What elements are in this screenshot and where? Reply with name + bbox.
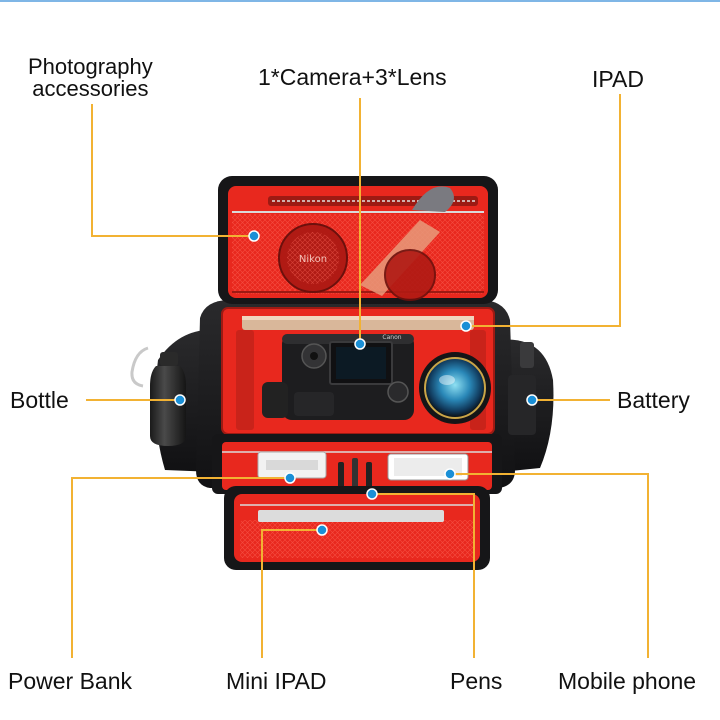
label-bottle: Bottle [10,387,69,413]
callout-dot-ipad [460,320,472,332]
top-rule [0,0,720,2]
callout-dot-mobile-phone [444,468,456,480]
callout-line-ipad [466,94,621,327]
camera-body: Canon [282,334,414,420]
callout-dot-battery [526,394,538,406]
callout-dot-pens [366,488,378,500]
callout-dots [174,230,538,536]
callout-dot-power-bank [284,472,296,484]
label-mobile-phone: Mobile phone [558,668,697,694]
callout-dot-mini-ipad [316,524,328,536]
label-pens: Pens [450,668,503,694]
lens-left [262,382,288,418]
camera-brand-mark: Canon [382,334,401,341]
callout-line-pens [372,493,475,658]
label-ipad: IPAD [592,66,644,92]
callout-line-power-bank [71,477,290,658]
label-camera-lens: 1*Camera+3*Lens [258,64,447,90]
label-photography-line2: accessories [32,76,149,101]
battery-item [508,375,536,435]
pens-item [338,458,372,492]
callout-line-mini-ipad [261,529,322,658]
divider-left [236,330,254,430]
callout-dot-photography [248,230,260,242]
label-photography-line1: Photography [28,54,153,79]
label-battery: Battery [617,387,690,413]
filter-brand-mark: Nikon [299,254,327,265]
label-mini-ipad: Mini IPAD [226,668,327,694]
callout-lines [71,94,649,658]
callout-dot-bottle [174,394,186,406]
callout-dot-camera [354,338,366,350]
mini-ipad-item [258,510,444,522]
label-power-bank: Power Bank [8,668,133,694]
large-lens [419,352,491,424]
bottle [130,346,186,446]
callout-line-photography [91,104,254,237]
label-photography-accessories: Photography accessories [28,56,153,100]
camera-bag: Nikon Canon [130,176,554,570]
callout-line-mobile-phone [450,473,649,658]
